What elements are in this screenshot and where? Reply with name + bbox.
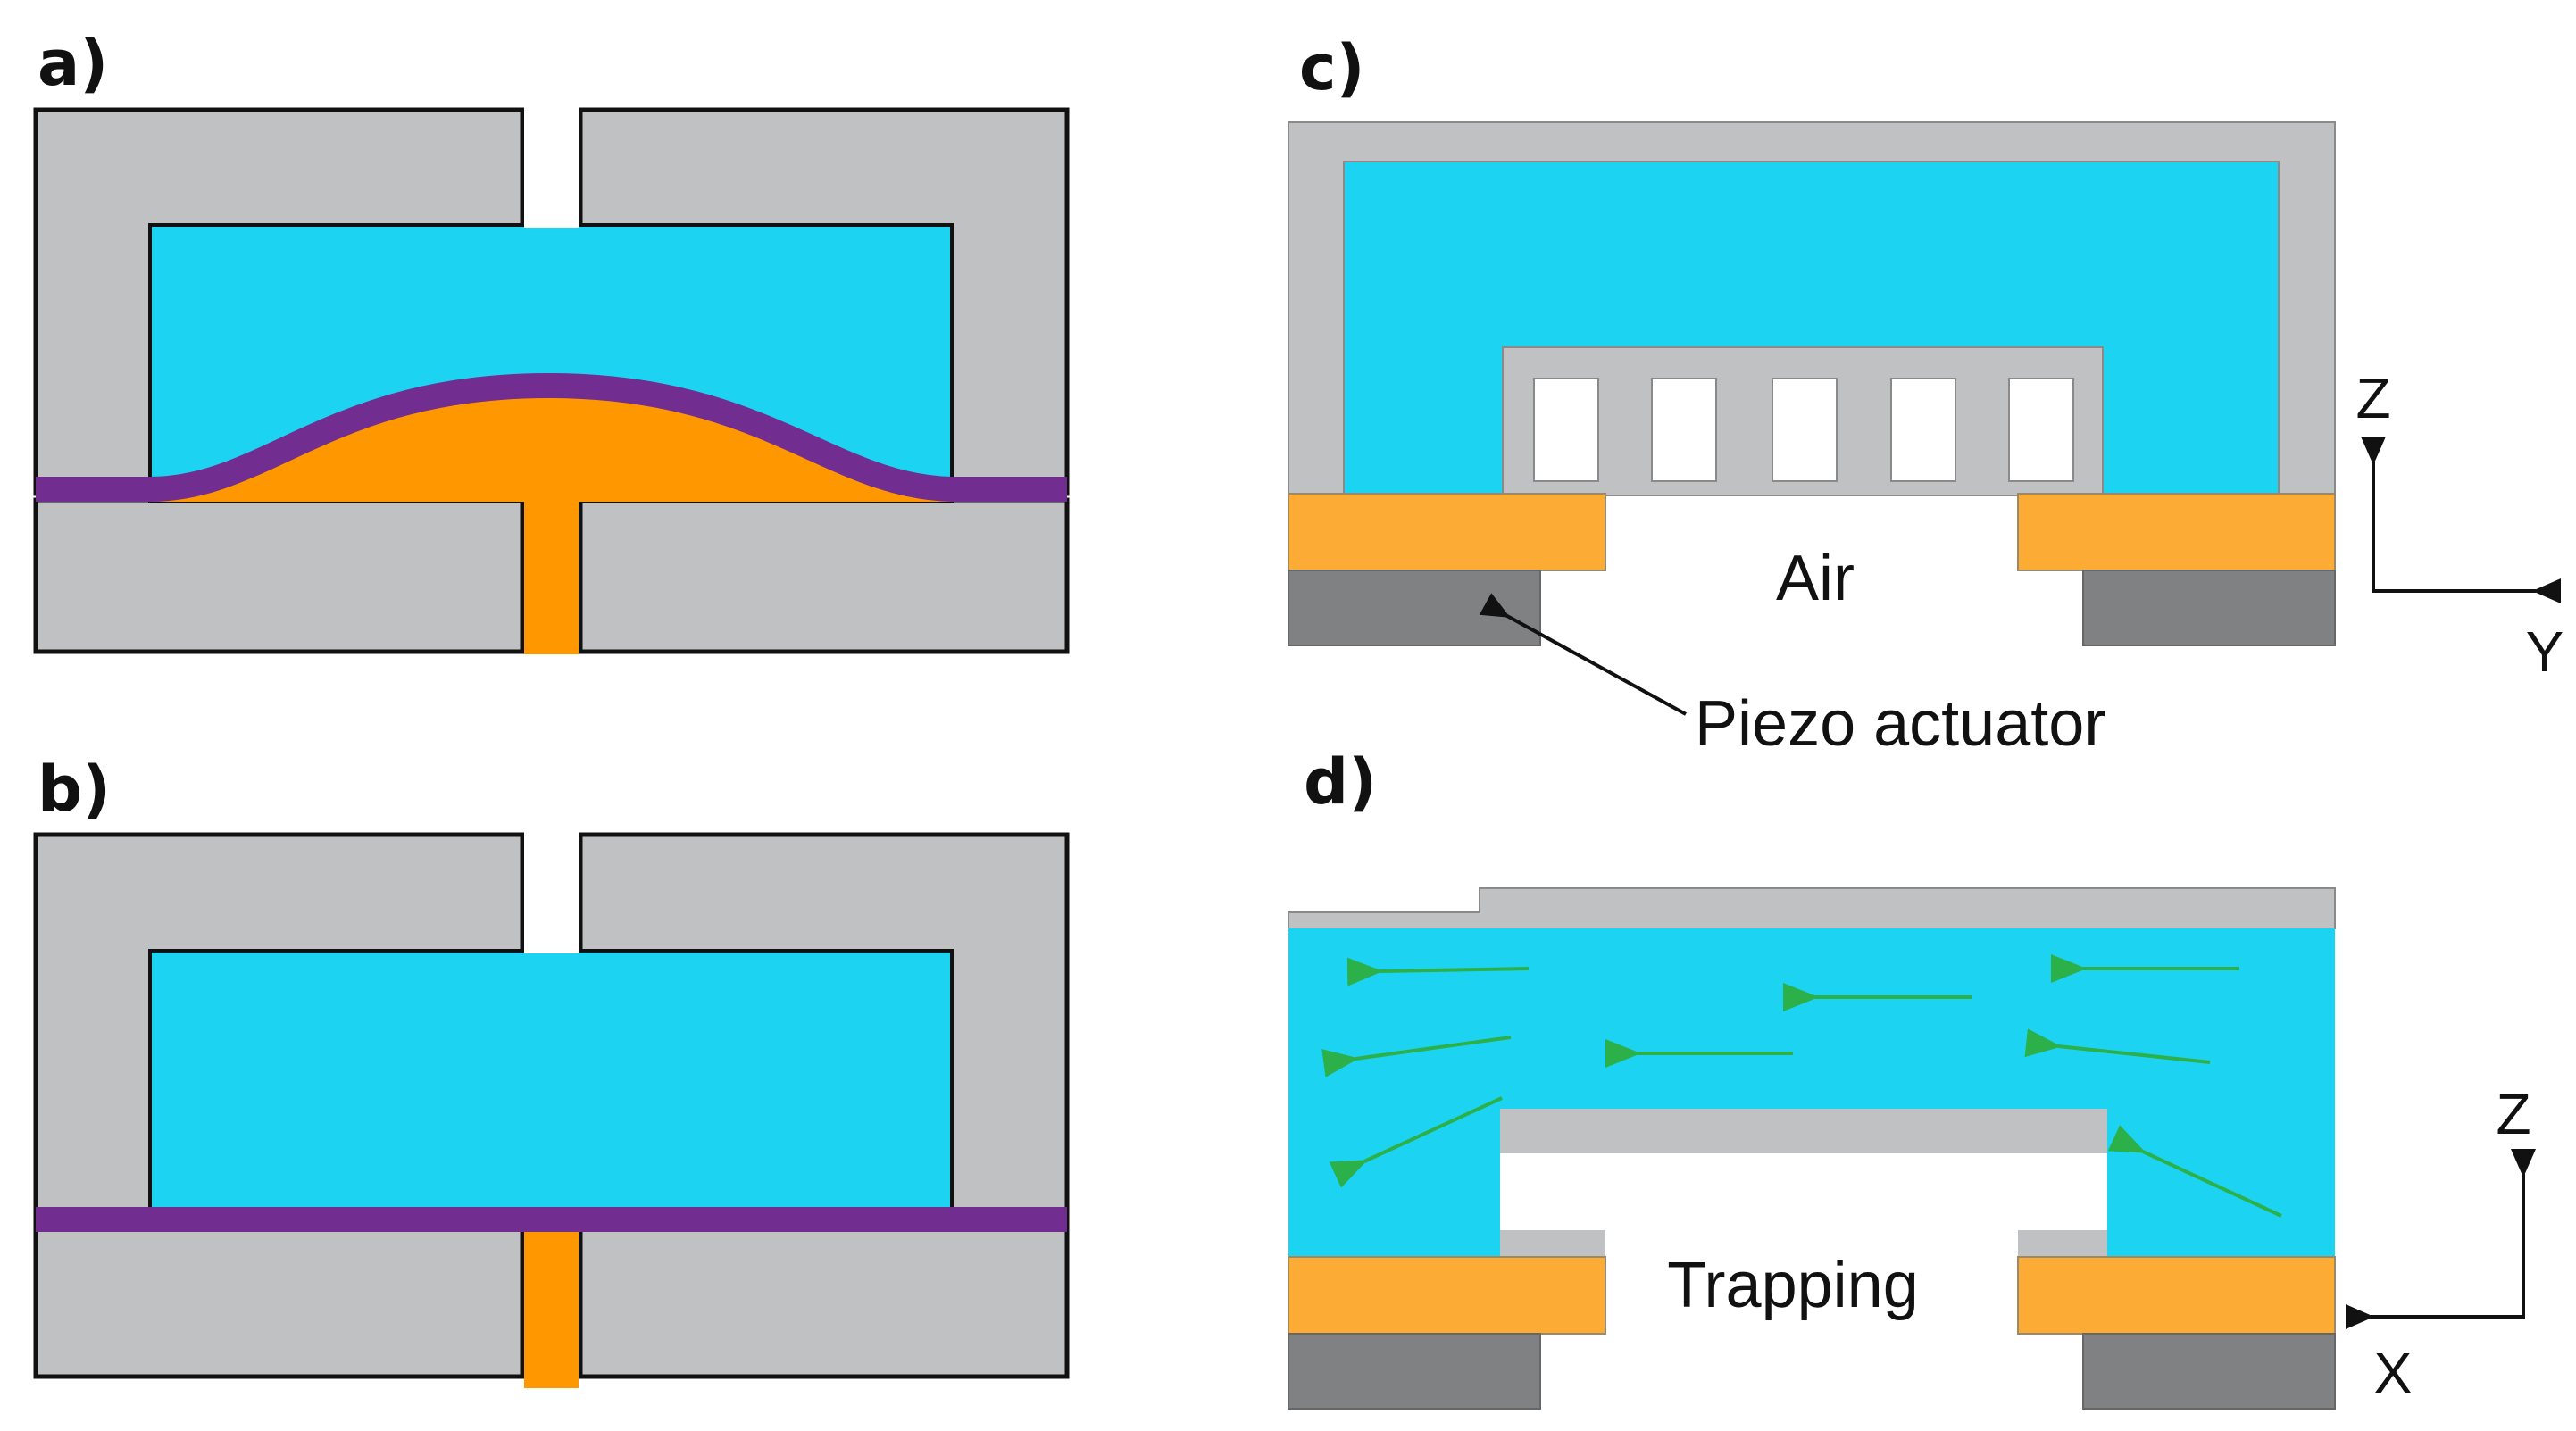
fluid-chamber	[148, 949, 954, 1225]
flow-arrow	[1329, 1096, 1503, 1188]
spacer-right	[2018, 1230, 2107, 1259]
panel-a-label: a)	[38, 27, 108, 100]
base-right	[2017, 1256, 2336, 1335]
panel-b: b)	[33, 753, 1070, 1388]
axis-z-label: Z	[2355, 366, 2390, 430]
panel-c-label: c)	[1299, 31, 1365, 104]
panel-d: d) Trapping Z X	[1288, 745, 2536, 1410]
flow-arrow	[1346, 957, 1530, 986]
orange-bulge	[150, 385, 952, 502]
axis-x-label: X	[2374, 1341, 2413, 1405]
panel-d-label: d)	[1304, 745, 1377, 819]
piezo-left	[1288, 570, 1541, 646]
trap-window-4	[1890, 378, 1956, 482]
deflected-membrane	[36, 372, 1067, 502]
piezo-right	[2082, 1333, 2336, 1410]
top-inlet-fluid	[524, 954, 579, 963]
flow-arrow	[1321, 1036, 1512, 1077]
air-label: Air	[1776, 543, 1855, 614]
top-inlet-channel	[524, 832, 579, 953]
trap-window-3	[1772, 378, 1838, 482]
top-inlet-fluid	[524, 229, 579, 237]
spacer-left	[1500, 1230, 1605, 1259]
base-left	[1288, 1256, 1606, 1335]
trap-window-5	[2008, 378, 2074, 482]
top-cover	[1288, 887, 2336, 929]
piezo-left	[1288, 1333, 1541, 1410]
base-left	[1288, 493, 1606, 571]
trap-plate	[1500, 1109, 2107, 1153]
trap-window-2	[1651, 378, 1717, 482]
axis-z-label: Z	[2496, 1082, 2530, 1146]
piezo-right	[2082, 570, 2336, 646]
green-arrow-icon	[1321, 954, 2282, 1218]
panel-a: a)	[33, 27, 1070, 654]
trap-window-1	[1533, 378, 1599, 482]
bottom-channel	[524, 487, 579, 654]
housing-bottom-right	[578, 497, 1070, 654]
flow-arrow	[2107, 1125, 2282, 1218]
fluid-channel	[1288, 928, 2335, 1259]
piezo-actuator-label: Piezo actuator	[1695, 688, 2105, 760]
axis-arrow-icon	[2346, 1149, 2536, 1329]
housing-bottom-right	[578, 1220, 1070, 1379]
top-inlet-channel	[524, 107, 579, 228]
base-right	[2017, 493, 2336, 571]
panel-c: c) Air Piezo actuator Z Y	[1288, 31, 2563, 760]
housing-bottom-left	[33, 1220, 525, 1379]
flow-arrow	[2024, 1028, 2211, 1064]
panel-b-label: b)	[38, 753, 111, 826]
bottom-channel	[524, 1225, 579, 1388]
housing-bottom-left	[33, 497, 525, 654]
axis-y-label: Y	[2526, 620, 2564, 684]
axis-arrow-icon	[2361, 437, 2561, 603]
trapping-label: Trapping	[1667, 1250, 1919, 1321]
flat-membrane	[36, 1207, 1067, 1232]
piezo-pointer-arrow	[1479, 593, 1687, 716]
